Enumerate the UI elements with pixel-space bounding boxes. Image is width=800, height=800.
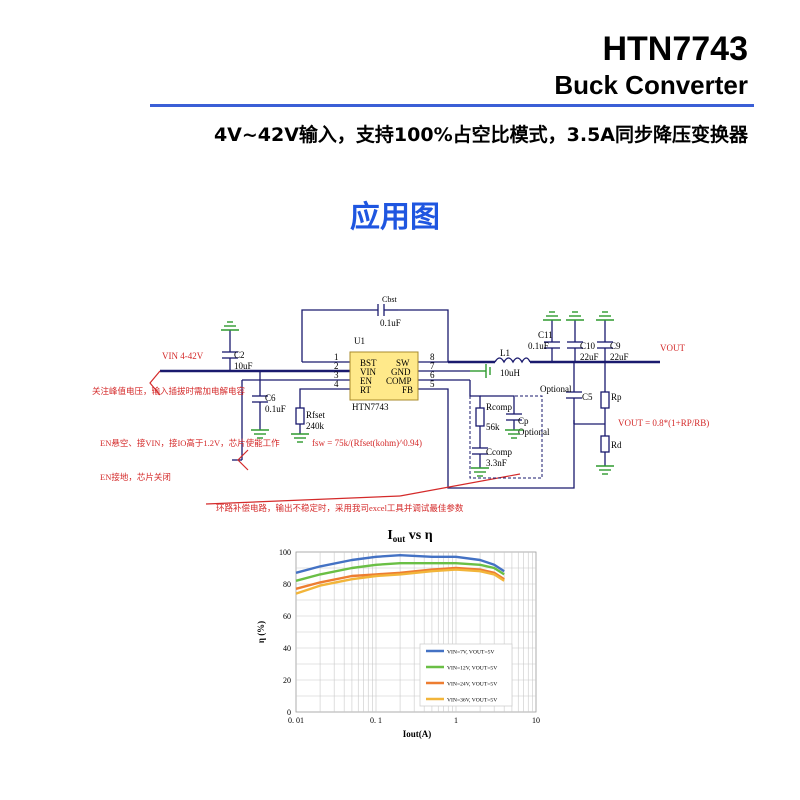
pin-name: COMP [386,376,412,386]
section-title: 应用图 [350,200,440,235]
ic-ref: U1 [354,336,365,346]
ccomp-ref: Ccomp [486,447,512,457]
pin-name: FB [402,385,413,395]
note-comp: 环路补偿电路，输出不稳定时，采用我司excel工具并调试最佳参数 [216,503,464,513]
pin-name: BST [360,358,377,368]
c10-value: 22uF [580,352,599,362]
pin-num: 1 [334,352,339,362]
ground-symbols [220,311,615,477]
note-en-float: EN悬空、接VIN，接IO高于1.2V，芯片使能工作 [100,438,280,448]
vout-label: VOUT [660,343,685,353]
pin-num: 4 [334,379,339,389]
rd-ref: Rd [611,440,622,450]
pin-num: 3 [334,370,339,380]
pin-name: GND [391,367,411,377]
pin-name: VIN [360,367,376,377]
comp-network-box [469,395,543,479]
ic-name: HTN7743 [352,402,389,412]
cbst-value: 0.1uF [380,318,401,328]
ccomp-value: 3.3nF [486,458,507,468]
rfset-ref: Rfset [306,410,325,420]
note-en-gnd: EN接地，芯片关闭 [100,472,171,482]
rp-ref: Rp [611,392,622,402]
c6-ref: C6 [265,393,276,403]
ic-body [349,351,419,401]
rcomp-value: 56k [486,422,500,432]
c2-value: 10uF [234,361,253,371]
pin-num: 2 [334,361,339,371]
pin-num: 8 [430,352,435,362]
note-input-cap: 关注峰值电压，输入插拔时需加电解电容 [92,386,246,396]
c5-ref: C5 [582,392,593,402]
rfset-value: 240k [306,421,325,431]
schematic-wires [160,304,660,489]
c5-note: Optional [540,384,572,394]
pin-num: 6 [430,370,435,380]
c11-value: 0.1uF [528,341,549,351]
l1-ref: L1 [500,348,510,358]
vin-label: VIN 4-42V [162,351,204,361]
fsw-formula: fsw = 75k/(Rfset(kohm)^0.94) [312,438,422,448]
vout-formula: VOUT = 0.8*(1+RP/RB) [618,418,709,428]
cbst-ref: Cbst [382,295,397,304]
c6-value: 0.1uF [265,404,286,414]
c11-ref: C11 [538,330,553,340]
pin-name: RT [360,385,371,395]
header-rule [150,104,754,107]
l1-value: 10uH [500,368,521,378]
rcomp-ref: Rcomp [486,402,512,412]
pin-num: 5 [430,379,435,389]
part-number: HTN7743 [602,30,748,68]
c10-ref: C10 [580,341,596,351]
c9-value: 22uF [610,352,629,362]
cp-ref: Cp [518,416,529,426]
product-type: Buck Converter [554,70,748,100]
annotation-arrows [149,370,521,505]
c9-ref: C9 [610,341,621,351]
product-description: 4V~42V输入，支持100%占空比模式，3.5A同步降压变换器 [213,124,748,146]
pin-num: 7 [430,361,435,371]
pin-name: SW [396,358,410,368]
c2-ref: C2 [234,350,245,360]
pin-name: EN [360,376,372,386]
cp-note: Optional [518,427,550,437]
